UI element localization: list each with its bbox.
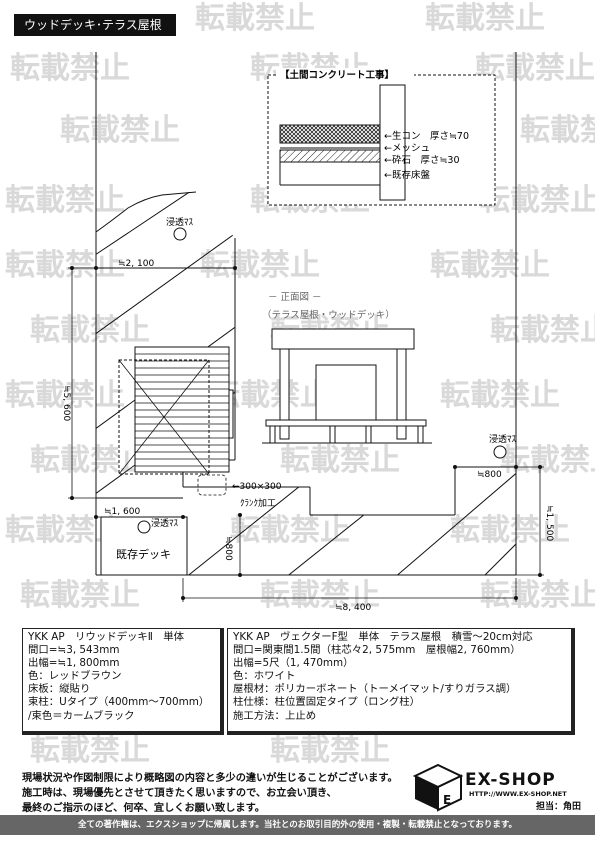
dim-800-vertical: ≒800 [223, 536, 233, 561]
concrete-layer-3: ←砕石 厚さ≒30 [384, 154, 460, 166]
svg-text:転載禁止: 転載禁止 [5, 248, 125, 283]
deck-spec-line: 出幅=≒1, 800mm [28, 657, 120, 670]
note-line: 施工時は、現場優先とさせて頂きたく思いますので、お立会い頂き、 [22, 788, 337, 799]
infiltration-basin-1 [173, 227, 187, 241]
crank-size-label: ←300×300 [232, 482, 282, 492]
svg-text:転載禁止: 転載禁止 [30, 733, 150, 768]
infiltration-basin-2 [493, 445, 507, 459]
front-view-subtitle: （テラス屋根・ウッドデッキ） [262, 309, 395, 321]
deck-spec-line: 束柱：Uタイプ（400mm～700mm） [28, 696, 210, 709]
svg-text:転載禁止: 転載禁止 [450, 513, 570, 548]
wood-deck-plan [118, 346, 234, 475]
svg-text:転載禁止: 転載禁止 [30, 313, 150, 348]
crank-label: ｸﾗﾝｸ加工 [240, 498, 276, 509]
svg-text:転載禁止: 転載禁止 [520, 113, 595, 148]
roof-spec-line: 色：ホワイト [233, 670, 296, 683]
deck-spec-line: 床板：縦貼り [28, 683, 91, 696]
site-notes: 現場状況や作図制限により概略図の内容と多少の違いが生じることがございます。 施工… [22, 771, 398, 816]
concrete-layer-4: ←既存床盤 [384, 169, 430, 181]
deck-spec-line: /束色＝カームブラック [28, 709, 135, 722]
svg-text:転載禁止: 転載禁止 [200, 248, 320, 283]
note-line: 現場状況や作図制限により概略図の内容と多少の違いが生じることがございます。 [22, 773, 398, 784]
svg-text:転載禁止: 転載禁止 [10, 51, 130, 86]
svg-text:転載禁止: 転載禁止 [195, 1, 315, 36]
deck-spec-line: 色：レッドブラウン [28, 670, 122, 683]
svg-text:転載禁止: 転載禁止 [440, 378, 560, 413]
svg-text:転載禁止: 転載禁止 [425, 1, 545, 36]
svg-text:転載禁止: 転載禁止 [5, 378, 125, 413]
infiltration-label-1: 浸透ﾏｽ [166, 217, 194, 228]
svg-text:転載禁止: 転載禁止 [20, 578, 140, 613]
note-line: 最終のご指示のほど、何卒、宜しくお願い致します。 [22, 803, 265, 814]
roof-spec-line: YKK AP ヴェクターF型 単体 テラス屋根 積雪～20cm対応 [233, 631, 533, 643]
brand-name: EX-SHOP [465, 770, 556, 790]
copyright-footer: 全ての著作権は、エクスショップに帰属します。当社とのお取引目的外の使用・複製・転… [0, 815, 595, 835]
roof-spec-line: 出幅=5尺（1, 470mm） [233, 657, 354, 670]
concrete-layer-2: ←メッシュ [384, 143, 430, 154]
brand-url: HTTP://WWW.EX-SHOP.NET [469, 790, 567, 798]
svg-text:転載禁止: 転載禁止 [230, 513, 350, 548]
dim-2100: ≒2, 100 [118, 259, 154, 269]
svg-text:転載禁止: 転載禁止 [480, 578, 595, 613]
existing-deck-label: 既存デッキ [116, 547, 171, 561]
dim-800-horizontal: ≒800 [477, 470, 502, 480]
concrete-layer-1: ←生コン 厚さ≒70 [384, 130, 469, 142]
infiltration-basin-3 [137, 520, 151, 534]
svg-text:転載禁止: 転載禁止 [500, 443, 595, 478]
roof-spec-line: 施工方法：上止め [233, 709, 317, 722]
svg-text:E: E [443, 793, 451, 807]
dimension-lines [68, 265, 544, 602]
roof-spec-line: 屋根材：ポリカーボネート（トーメイマット/すりガラス調） [233, 683, 517, 696]
svg-text:転載禁止: 転載禁止 [270, 733, 390, 768]
deck-spec-box: YKK AP リウッドデッキⅡ 単体 間口=≒3, 543mm 出幅=≒1, 8… [22, 628, 224, 735]
svg-text:転載禁止: 転載禁止 [280, 443, 400, 478]
page-title: ウッドデッキ･テラス屋根 [14, 14, 176, 36]
deck-spec-line: 間口=≒3, 543mm [28, 644, 120, 657]
roof-spec-box: YKK AP ヴェクターF型 単体 テラス屋根 積雪～20cm対応 間口=関東間… [227, 628, 575, 735]
svg-text:転載禁止: 転載禁止 [430, 248, 550, 283]
concrete-detail-title: 【土間コンクリート工事】 [280, 69, 394, 81]
crank-box [197, 474, 227, 496]
roof-spec-line: 柱仕様：柱位置固定タイプ（ロング柱） [233, 696, 421, 709]
svg-text:転載禁止: 転載禁止 [490, 313, 595, 348]
front-view-title: － 正面図 － [268, 292, 322, 303]
svg-text:転載禁止: 転載禁止 [60, 113, 180, 148]
roof-spec-line: 間口=関東間1.5間（柱芯々2, 575mm 屋根幅2, 760mm） [233, 644, 521, 657]
front-view-drawing [262, 328, 432, 444]
svg-text:転載禁止: 転載禁止 [30, 443, 150, 478]
svg-text:転載禁止: 転載禁止 [480, 183, 595, 218]
dim-8400: ≒8, 400 [335, 603, 371, 613]
infiltration-label-3: 浸透ﾏｽ [151, 518, 179, 529]
svg-text:転載禁止: 転載禁止 [5, 183, 125, 218]
infiltration-label-2: 浸透ﾏｽ [489, 434, 517, 445]
deck-spec-line: YKK AP リウッドデッキⅡ 単体 [28, 631, 185, 643]
dim-5600: ≒5, 600 [61, 385, 71, 421]
ex-shop-logo-icon: E [413, 763, 464, 812]
dim-1500: ≒1, 500 [544, 505, 554, 541]
svg-text:転載禁止: 転載禁止 [260, 578, 380, 613]
dim-1600: ≒1, 600 [104, 507, 140, 517]
concrete-detail [267, 68, 496, 206]
staff-label: 担当：角田 [536, 802, 582, 812]
